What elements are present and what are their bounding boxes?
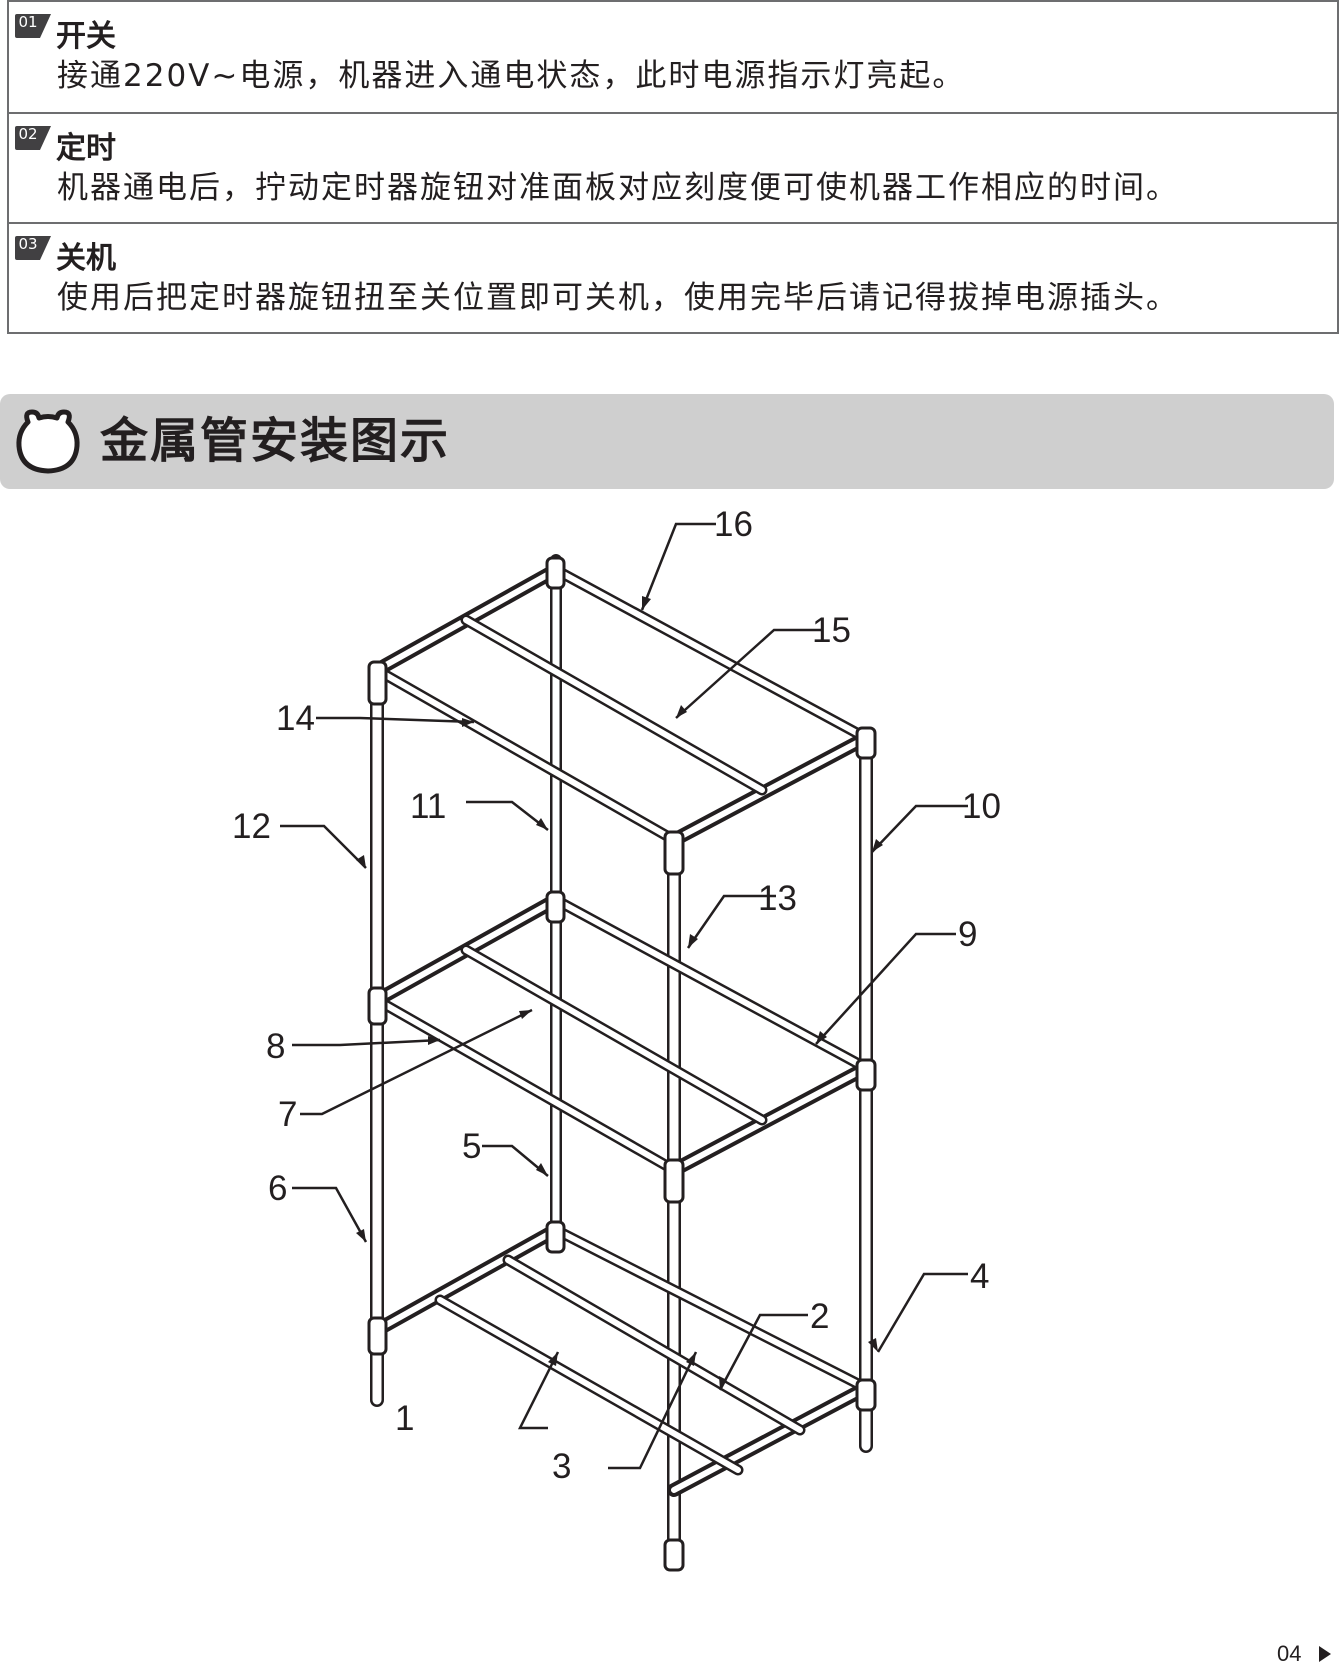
part-label-15: 15 [812, 611, 851, 650]
step-title: 关机 [56, 241, 116, 276]
section-header: 金属管安装图示 [0, 394, 1334, 489]
step-number: 02 [18, 125, 38, 143]
part-label-8: 8 [266, 1027, 285, 1066]
badge-shape-icon [15, 14, 51, 38]
part-label-9: 9 [958, 915, 977, 954]
part-label-16: 16 [714, 505, 753, 544]
step-title: 开关 [56, 19, 116, 54]
part-label-1: 1 [395, 1399, 414, 1438]
step-number-badge: 01 [14, 12, 52, 40]
shelf-top [370, 563, 873, 847]
part-label-10: 10 [962, 787, 1001, 826]
step-description: 接通220V~电源，机器进入通电状态，此时电源指示灯亮起。 [57, 58, 966, 94]
step-description: 机器通电后，拧动定时器旋钮对准面板对应刻度便可使机器工作相应的时间。 [57, 170, 1179, 206]
shelf-middle [370, 893, 873, 1177]
part-label-11: 11 [410, 787, 446, 826]
joint-connectors [367, 556, 877, 1572]
section-title: 金属管安装图示 [100, 413, 451, 469]
badge-shape-icon [15, 236, 51, 260]
part-label-3: 3 [552, 1447, 571, 1486]
step-number: 01 [18, 13, 38, 31]
step-shutdown: 03 关机 使用后把定时器旋钮扭至关位置即可关机，使用完毕后请记得拔掉电源插头。 [9, 222, 1337, 332]
part-label-5: 5 [462, 1127, 481, 1166]
shelf-assembly-diagram: 1 2 3 4 5 6 7 8 9 10 11 12 13 14 15 16 [232, 505, 1001, 1572]
step-power-switch: 01 开关 接通220V~电源，机器进入通电状态，此时电源指示灯亮起。 [9, 0, 1337, 112]
part-label-13: 13 [758, 879, 797, 918]
part-label-2: 2 [810, 1297, 829, 1336]
leader-lines [280, 522, 968, 1470]
part-label-14: 14 [276, 699, 315, 738]
step-number: 03 [18, 235, 38, 253]
step-number-badge: 03 [14, 234, 52, 262]
part-label-7: 7 [278, 1095, 297, 1134]
part-label-4: 4 [970, 1257, 989, 1296]
bear-face-icon [16, 409, 80, 474]
step-number-badge: 02 [14, 124, 52, 152]
part-label-6: 6 [268, 1169, 287, 1208]
triangle-right-icon [1319, 1646, 1331, 1662]
step-title: 定时 [56, 131, 116, 166]
step-description: 使用后把定时器旋钮扭至关位置即可关机，使用完毕后请记得拔掉电源插头。 [57, 280, 1179, 316]
instruction-steps: 01 开关 接通220V~电源，机器进入通电状态，此时电源指示灯亮起。 02 定… [7, 0, 1339, 334]
part-label-12: 12 [232, 807, 271, 846]
page-number: 04 [1277, 1641, 1302, 1666]
badge-shape-icon [15, 126, 51, 150]
step-timer: 02 定时 机器通电后，拧动定时器旋钮对准面板对应刻度便可使机器工作相应的时间。 [9, 112, 1337, 222]
shelf-bottom [370, 1223, 873, 1497]
leader-arrowheads [356, 596, 883, 1390]
